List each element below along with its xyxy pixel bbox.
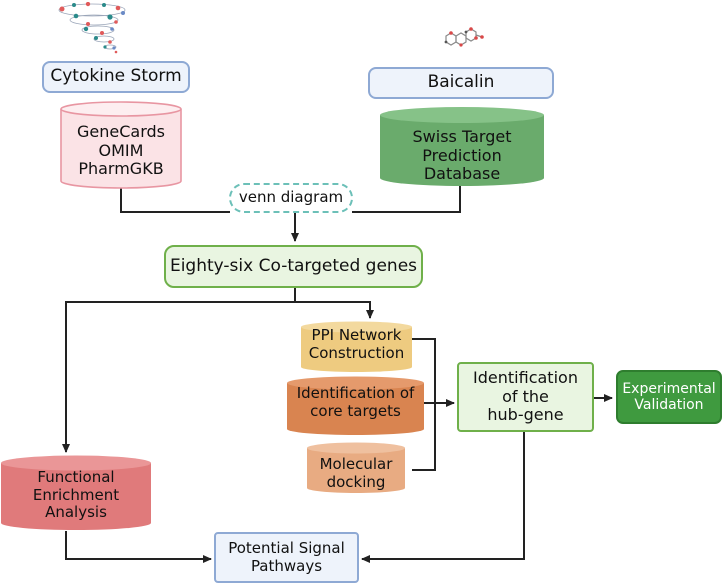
genecards-to-merge-line [120, 188, 230, 213]
hub-gene-label: Identification of the hub-gene [473, 368, 578, 425]
cotargeted-to-ppi-line [295, 301, 374, 319]
baicalin-molecule-icon [440, 22, 486, 52]
baicalin-box: Baicalin [368, 67, 554, 99]
cytokine-tornado-icon [52, 1, 132, 58]
swiss-target-database-cylinder: Swiss Target Prediction Database [380, 106, 544, 186]
genecards-database-cylinder: GeneCards OMIM PharmGKB [60, 101, 182, 189]
swiss-target-label: Swiss Target Prediction Database [412, 127, 512, 184]
cotargeted-genes-label: Eighty-six Co-targeted genes [169, 255, 418, 276]
molecular-docking-label: Molecular docking [319, 455, 393, 491]
functional-enrichment-label: Functional Enrichment Analysis [32, 468, 120, 522]
core-targets-label: Identification of core targets [296, 384, 415, 420]
functional-to-pathways-line [65, 531, 212, 563]
baicalin-label: Baicalin [427, 72, 495, 93]
cotargeted-split-line [62, 287, 296, 453]
genecards-label: GeneCards OMIM PharmGKB [77, 122, 165, 179]
experimental-validation-box: Experimental Validation [616, 370, 722, 424]
hub-to-pathways-line [361, 432, 525, 563]
ppi-network-label: PPI Network Construction [308, 326, 405, 362]
cotargeted-genes-box: Eighty-six Co-targeted genes [164, 245, 423, 288]
signal-pathways-box: Potential Signal Pathways [214, 532, 359, 583]
swiss-to-merge-line [352, 185, 461, 213]
cytokine-storm-box: Cytokine Storm [42, 61, 190, 93]
venn-diagram-label: venn diagram [238, 188, 344, 207]
cytokine-storm-label: Cytokine Storm [50, 66, 182, 87]
venn-diagram-box: venn diagram [229, 183, 353, 213]
core-targets-cylinder: Identification of core targets [287, 376, 424, 436]
experimental-validation-label: Experimental Validation [622, 380, 716, 413]
right-bracket-line [412, 338, 436, 471]
ppi-network-cylinder: PPI Network Construction [301, 321, 412, 373]
hub-gene-box: Identification of the hub-gene [457, 362, 594, 432]
signal-pathways-label: Potential Signal Pathways [228, 539, 345, 575]
functional-enrichment-cylinder: Functional Enrichment Analysis [1, 455, 151, 531]
molecular-docking-cylinder: Molecular docking [307, 442, 405, 494]
